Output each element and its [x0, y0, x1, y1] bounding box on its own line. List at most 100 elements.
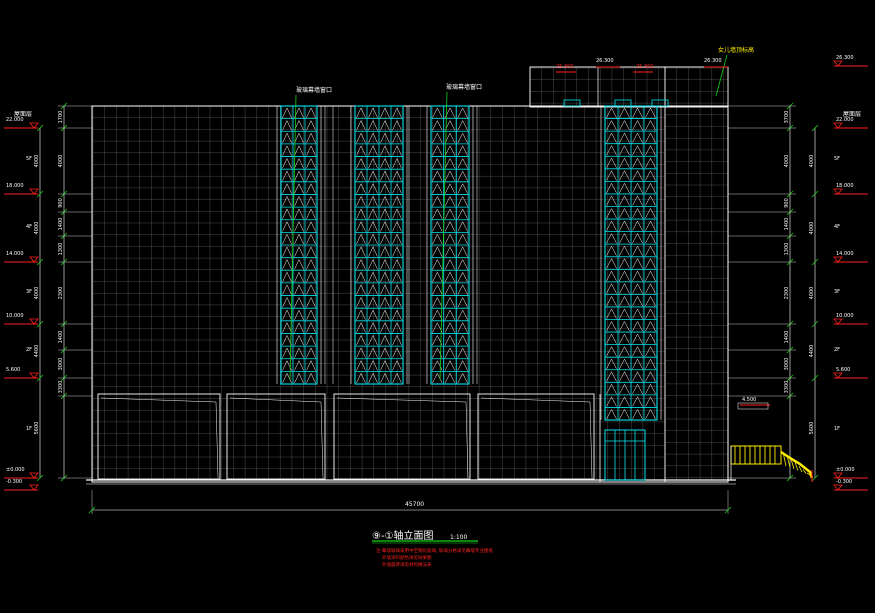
sash-mark — [294, 347, 304, 358]
sash-mark — [294, 233, 304, 245]
sash-mark — [632, 408, 643, 420]
sash-mark — [645, 396, 656, 407]
roof-vent — [563, 99, 581, 107]
level-value: 5.600 — [836, 367, 850, 373]
sash-mark — [356, 221, 366, 232]
sash-mark — [444, 145, 456, 156]
main-facade-outline — [91, 105, 729, 483]
level-triangle — [29, 372, 39, 379]
sash-mark — [392, 157, 402, 169]
sash-mark — [356, 309, 366, 320]
floor-label-left: 5F — [26, 156, 32, 162]
level-value: ±0.000 — [6, 467, 25, 473]
sash-mark — [356, 195, 366, 207]
sash-mark — [306, 221, 316, 232]
storefront-bay — [226, 393, 326, 480]
sash-mark — [606, 270, 617, 281]
sash-mark — [645, 157, 656, 168]
note-line-1: 注:幕墙玻璃采用中空钢化玻璃, 玻璃分格详见幕墙专业图纸 — [376, 547, 493, 554]
level-triangle — [29, 484, 39, 491]
sash-mark — [380, 221, 390, 232]
sash-mark — [356, 347, 366, 358]
level-value: ±0.000 — [836, 467, 855, 473]
sash-mark — [444, 221, 456, 232]
sash-mark — [306, 233, 316, 245]
sash-mark — [632, 283, 643, 294]
sash-mark — [444, 120, 456, 131]
sash-mark — [368, 145, 378, 156]
sash-mark — [457, 132, 468, 144]
sash-mark — [619, 145, 630, 156]
sash-mark — [619, 120, 630, 131]
sash-mark — [356, 132, 366, 144]
sash-mark — [306, 208, 316, 219]
sash-mark — [380, 259, 390, 270]
ramp-hatch — [806, 472, 811, 476]
dim-label: 900 — [58, 198, 64, 208]
sash-mark — [294, 107, 304, 118]
sash-mark — [606, 120, 617, 131]
sash-mark — [457, 233, 468, 245]
sash-mark — [632, 320, 643, 332]
sash-mark — [457, 271, 468, 283]
level-value: 18.000 — [6, 183, 24, 189]
sash-mark — [444, 372, 456, 384]
sash-mark — [356, 157, 366, 169]
sash-mark — [368, 107, 378, 118]
sash-mark — [606, 145, 617, 156]
sash-mark — [380, 208, 390, 219]
dim-tick — [36, 374, 44, 382]
sash-mark — [380, 360, 390, 371]
sash-mark — [356, 360, 366, 371]
dim-label: 1700 — [58, 111, 64, 124]
sash-mark — [368, 246, 378, 257]
sash-mark — [380, 132, 390, 144]
sash-mark — [368, 271, 378, 283]
sash-mark — [432, 132, 443, 144]
sash-mark — [294, 284, 304, 295]
sash-mark — [392, 208, 402, 219]
sash-mark — [619, 346, 630, 357]
sash-mark — [432, 246, 443, 257]
sash-mark — [392, 107, 402, 118]
floor-label-right: 1F — [834, 426, 840, 432]
sash-mark — [392, 284, 402, 295]
sash-mark — [645, 308, 656, 319]
sash-mark — [392, 195, 402, 207]
sash-mark — [368, 120, 378, 131]
sash-mark — [632, 157, 643, 168]
storefront-bay — [477, 393, 595, 480]
right-level-mark: 10.000 — [833, 313, 868, 325]
left-level-mark: 14.000 — [4, 251, 39, 263]
sash-mark — [632, 295, 643, 307]
sash-mark — [368, 259, 378, 270]
drawing-title-block: ⑨-①轴立面图 1:100 注:幕墙玻璃采用中空钢化玻璃, 玻璃分格详见幕墙专业… — [372, 529, 493, 568]
sash-mark — [432, 107, 443, 118]
sash-mark — [368, 195, 378, 207]
storefront-canopy — [336, 397, 467, 403]
sash-mark — [444, 360, 456, 371]
curtain-stack-1 — [276, 105, 322, 385]
sash-mark — [380, 284, 390, 295]
floor-label-left: 3F — [26, 289, 32, 295]
sash-mark — [645, 258, 656, 269]
level-triangle — [29, 472, 39, 479]
sash-mark — [619, 408, 630, 420]
dim-label: 1400 — [58, 331, 64, 344]
dim-label: 1400 — [784, 218, 790, 231]
sash-mark — [457, 322, 468, 333]
sash-mark — [632, 220, 643, 231]
curtain-label-2: 玻璃幕墙窗口 — [446, 83, 482, 91]
sash-mark — [392, 233, 402, 245]
left-level-mark: -0.300 — [4, 479, 39, 491]
dim-label: 900 — [784, 198, 790, 208]
left-level-mark: 22.000 — [4, 117, 39, 129]
storefront-canopy — [229, 397, 322, 403]
sash-mark — [432, 170, 443, 181]
top-level-1: 26.300 — [596, 58, 614, 64]
sash-mark — [356, 107, 366, 118]
sash-mark — [645, 120, 656, 131]
sash-mark — [444, 284, 456, 295]
